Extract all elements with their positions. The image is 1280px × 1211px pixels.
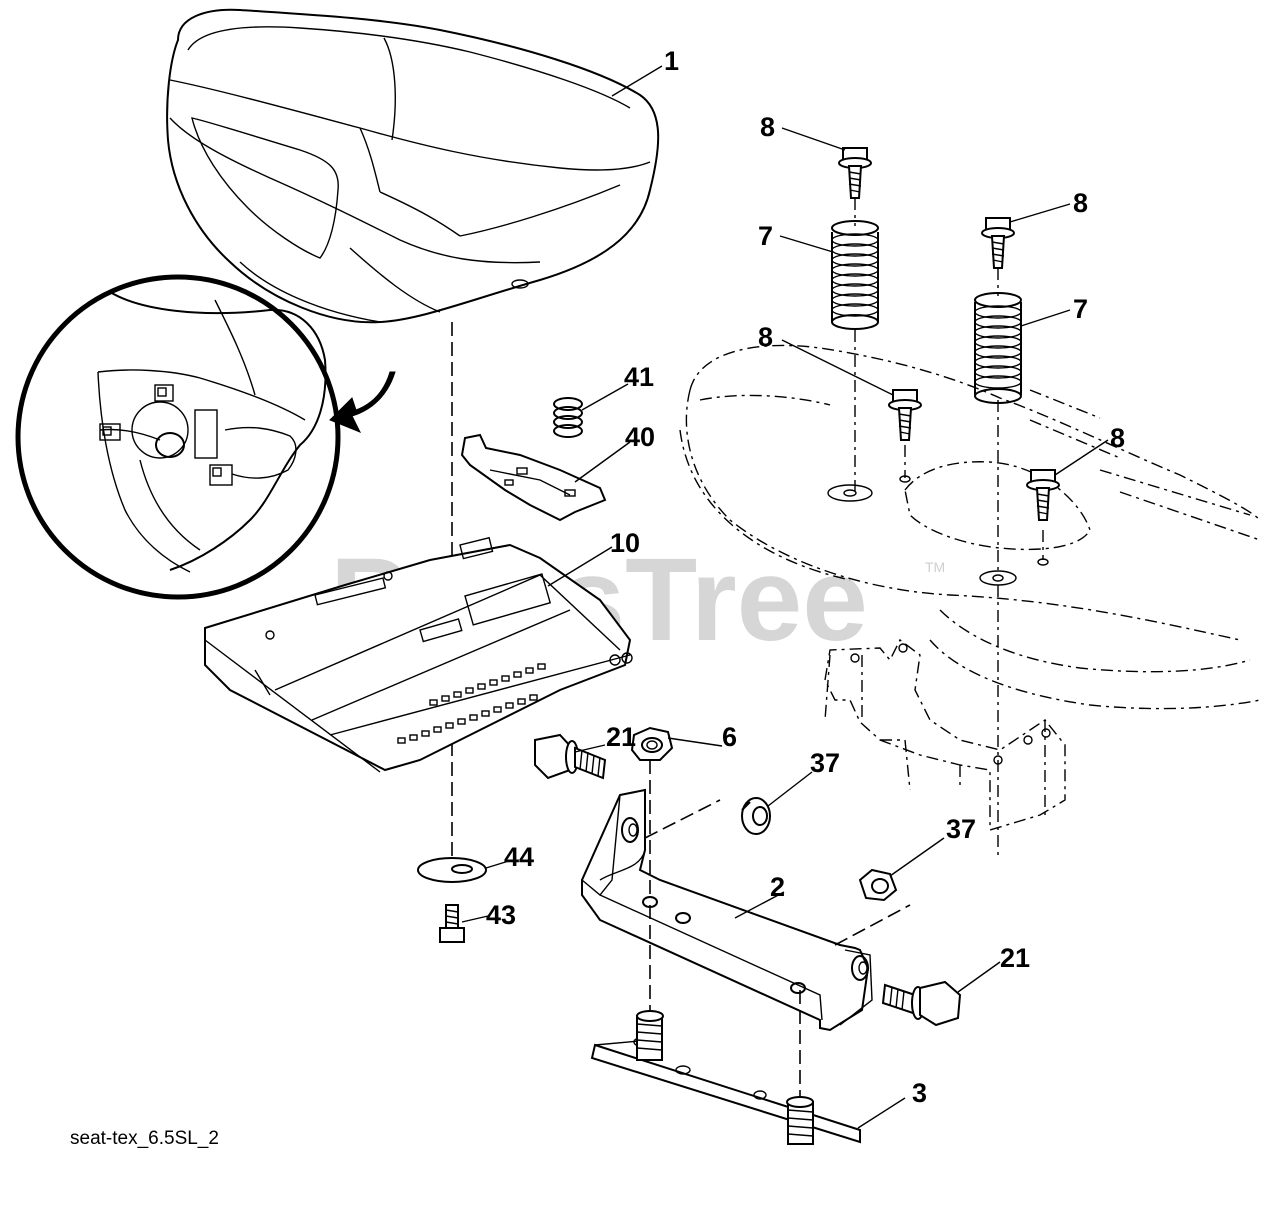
callout-shoulder-bolt-a: 21 xyxy=(606,722,636,752)
callout-spacer-b: 37 xyxy=(946,814,976,844)
callout-spacer-a: 37 xyxy=(810,748,840,778)
bolt-d-drawing xyxy=(1026,469,1060,521)
diagram-code: seat-tex_6.5SL_2 xyxy=(70,1128,219,1149)
bolt-c-drawing xyxy=(888,389,922,441)
dash-bracket-to-spacer-b xyxy=(834,904,911,946)
callout-seat: 1 xyxy=(664,46,679,76)
detail-view xyxy=(15,274,396,600)
shoulder-bolt-b-drawing xyxy=(881,980,962,1027)
leader-lines xyxy=(461,65,1109,1129)
spacer-a-drawing xyxy=(741,797,771,835)
callout-washer: 44 xyxy=(504,842,534,872)
callout-clip: 40 xyxy=(625,422,655,452)
nut-drawing xyxy=(630,726,674,761)
washer-drawing xyxy=(417,857,487,883)
callout-nut: 6 xyxy=(722,722,737,752)
seat-pan-adjust-holes xyxy=(397,663,546,744)
frame-outline xyxy=(679,344,1261,831)
shoulder-bolt-a-drawing xyxy=(534,733,607,780)
callout-shoulder-bolt-b: 21 xyxy=(1000,943,1030,973)
callout-screw: 43 xyxy=(486,900,516,930)
bolt-b-drawing xyxy=(981,217,1015,296)
clip-drawing xyxy=(460,433,607,522)
callout-spring-a: 7 xyxy=(758,221,773,251)
seat-drawing xyxy=(166,8,660,324)
small-spring-drawing xyxy=(553,397,583,438)
bracket-drawing xyxy=(581,788,873,1032)
spring-a-drawing xyxy=(831,220,879,330)
seat-pan-drawing xyxy=(204,536,633,773)
spring-b-drawing xyxy=(974,292,1022,404)
callout-bolt-d: 8 xyxy=(1110,423,1125,453)
bolt-a-drawing xyxy=(838,147,872,226)
screw-drawing xyxy=(439,904,465,943)
dash-bracket-to-spacer xyxy=(644,799,721,839)
callout-seat-pan: 10 xyxy=(610,528,640,558)
callout-plate: 3 xyxy=(912,1078,927,1108)
callout-spring-b: 7 xyxy=(1073,294,1088,324)
callout-bracket: 2 xyxy=(770,872,785,902)
callout-bolt-b: 8 xyxy=(1073,188,1088,218)
watermark-trademark: TM xyxy=(925,559,945,575)
callout-bolt-a: 8 xyxy=(760,112,775,142)
callout-bolt-c: 8 xyxy=(758,322,773,352)
plate-drawing xyxy=(590,1010,861,1145)
spacer-b-drawing xyxy=(858,868,898,902)
callout-small-spring: 41 xyxy=(624,362,654,392)
